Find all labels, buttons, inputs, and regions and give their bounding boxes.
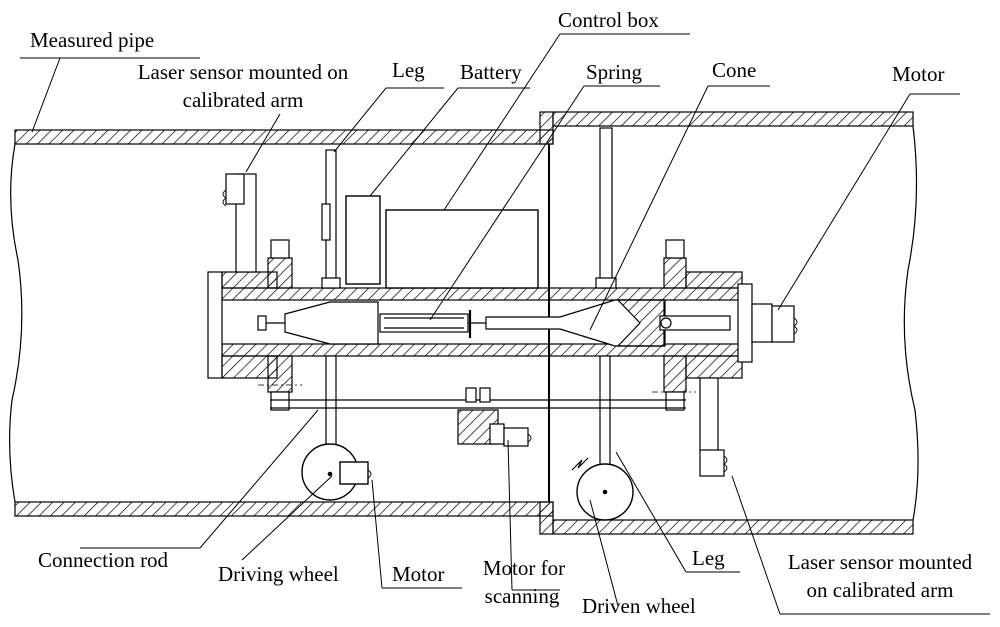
legs [321,127,617,467]
left-flange-ring-top [267,257,293,289]
right-bolt-upper [665,239,685,259]
wheels [301,443,634,521]
left-cone [284,301,379,345]
laser-bottom-arm [699,377,719,453]
pipe-step-bottom [539,501,554,535]
spring-body [379,313,469,333]
left-bolt-upper [270,239,290,259]
right-flange-top [685,271,743,289]
left-flange-ring-bottom [267,355,293,393]
battery-body [345,195,381,285]
leader-leg-bottom [615,451,740,573]
leader-laser-bottom [731,475,990,615]
leader-laser-top [245,113,281,173]
left-pin-head [257,315,267,331]
pipe-wall-bottom-right [552,519,914,535]
pipe-step-top [539,111,554,145]
end-motor [751,303,798,343]
pipe-wall-top-right [552,111,914,127]
label-motor-bottom: Motor [392,562,445,586]
central-tube [207,239,753,411]
label-cone: Cone [712,58,757,82]
scanning-motor-body [457,387,532,447]
left-leg-lower [325,355,337,457]
right-cone [485,299,666,347]
label-motor-scan-line1: Motor for [482,556,566,580]
leader-driving-wheel [241,475,333,561]
right-flange-ring-top [663,257,687,289]
pipe-break-left [9,143,23,503]
leader-driven-wheel [589,499,619,607]
tube-wall-top [221,287,743,301]
leader-motor-scan [507,439,560,591]
measured-pipe [9,111,919,535]
right-flange-bottom [685,355,743,379]
label-motor-scan-line2: scanning [484,584,560,608]
left-end-plate [207,271,223,379]
pipe-wall-top-left [14,129,554,145]
label-leg-top: Leg [392,58,425,82]
label-measured-pipe: Measured pipe [30,28,155,52]
right-leg-lower [599,355,611,467]
leader-control-box [443,33,690,211]
label-battery: Battery [460,60,522,84]
label-leg-bottom: Leg [692,546,725,570]
right-flange-ring-bottom [663,355,687,393]
leader-measured-pipe [20,57,200,133]
laser-sensors [222,173,728,477]
label-driven-wheel: Driven wheel [582,594,696,618]
label-spring: Spring [586,60,643,84]
label-driving-wheel: Driving wheel [218,562,339,586]
leader-connection-rod [80,409,319,549]
right-end-plate [737,283,753,363]
pipe-break-right [903,125,919,521]
laser-top-head [225,173,245,205]
electronics [345,195,539,289]
label-laser-top-line1: Laser sensor mounted on [137,60,349,84]
leader-cone [589,85,770,331]
leader-spring [429,85,660,321]
connection-rod-body [270,399,686,409]
right-cone-tip-hatch [616,299,665,347]
leader-leg-top [333,87,444,153]
laser-bottom-head [699,449,725,477]
pipe-wall-bottom-left [14,501,554,517]
label-laser-top-line2: calibrated arm [182,88,304,112]
label-motor-right: Motor [892,62,945,86]
left-bolt-lower [270,391,290,411]
label-connection-rod: Connection rod [38,548,169,572]
control-box-body [385,209,539,289]
right-plunger [659,315,731,331]
right-bolt-lower [665,391,685,411]
end-motor-body [771,305,795,343]
crack-mark [571,457,589,471]
leader-battery [369,87,530,197]
label-control-box: Control box [558,8,659,32]
right-cone-assembly [485,299,731,347]
label-laser-bottom-line1: Laser sensor mounted [787,550,973,574]
leader-lines [20,33,990,615]
left-cone-assembly [257,301,379,345]
spring [379,310,486,338]
label-laser-bottom-line2: on calibrated arm [806,578,954,602]
leader-motor-right [777,93,960,311]
right-leg-upper [599,127,613,289]
leader-motor-bottom [371,479,462,589]
driving-wheel-motor [339,461,369,485]
